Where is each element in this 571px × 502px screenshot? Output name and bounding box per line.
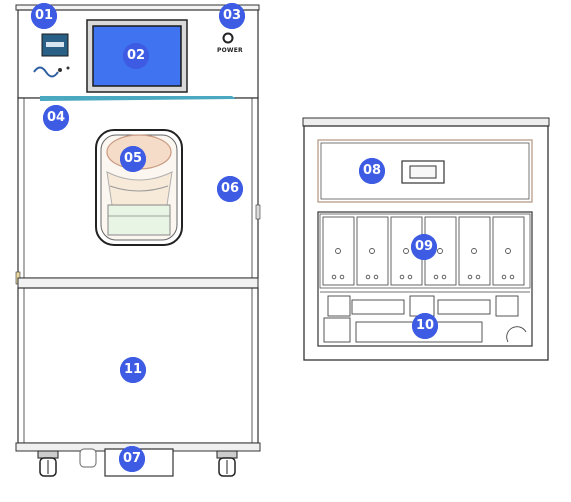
bowl-ring bbox=[109, 185, 169, 192]
module-terminal-icon bbox=[365, 274, 371, 280]
logo-dot-icon bbox=[58, 68, 62, 72]
module-led-icon bbox=[437, 248, 443, 254]
power-module bbox=[492, 216, 525, 286]
logo-dot-icon bbox=[66, 66, 70, 70]
bracket-left bbox=[323, 317, 351, 343]
accent-strip bbox=[40, 96, 236, 101]
module-terminal-icon bbox=[373, 274, 379, 280]
switch-indicator bbox=[46, 42, 64, 47]
module-led-icon bbox=[471, 248, 477, 254]
power-label: POWER bbox=[217, 47, 243, 54]
module-terminal-icon bbox=[331, 274, 337, 280]
power-module bbox=[322, 216, 355, 286]
callout-03: 03 bbox=[219, 3, 245, 29]
power-module bbox=[458, 216, 491, 286]
sample-tray bbox=[107, 204, 171, 236]
module-terminal-icon bbox=[339, 274, 345, 280]
module-led-icon bbox=[403, 248, 409, 254]
callout-08: 08 bbox=[359, 158, 385, 184]
motor-left bbox=[327, 295, 351, 317]
module-indicators bbox=[331, 248, 515, 280]
callout-02: 02 bbox=[123, 43, 149, 69]
module-terminal-icon bbox=[407, 274, 413, 280]
callout-10: 10 bbox=[412, 313, 438, 339]
callout-04: 04 bbox=[43, 105, 69, 131]
module-terminal-icon bbox=[501, 274, 507, 280]
module-terminal-icon bbox=[433, 274, 439, 280]
module-terminal-icon bbox=[509, 274, 515, 280]
callout-01: 01 bbox=[31, 3, 57, 29]
module-terminal-icon bbox=[475, 274, 481, 280]
separator-band bbox=[17, 277, 259, 289]
rear-top-cap bbox=[302, 117, 550, 127]
motor-right bbox=[495, 295, 519, 317]
module-led-icon bbox=[369, 248, 375, 254]
module-terminal-icon bbox=[467, 274, 473, 280]
callout-09: 09 bbox=[411, 234, 437, 260]
caster-mount-right bbox=[216, 450, 238, 459]
module-led-icon bbox=[505, 248, 511, 254]
drain-fitting bbox=[79, 448, 97, 468]
caster-mount-left bbox=[37, 450, 59, 459]
rear-view bbox=[302, 117, 550, 361]
power-button-icon bbox=[222, 32, 234, 44]
module-terminal-icon bbox=[441, 274, 447, 280]
side-hinge-upper bbox=[255, 204, 261, 220]
callout-07: 07 bbox=[119, 446, 145, 472]
module-led-icon bbox=[335, 248, 341, 254]
mechanical-section bbox=[320, 291, 530, 343]
display-window bbox=[409, 165, 437, 179]
shaft-right bbox=[437, 299, 491, 315]
brand-logo-icon bbox=[33, 66, 59, 78]
callout-11: 11 bbox=[120, 357, 146, 383]
cable-loop bbox=[506, 326, 527, 343]
shaft-left bbox=[351, 299, 405, 315]
module-terminal-icon bbox=[399, 274, 405, 280]
upper-compartment-inner bbox=[320, 142, 530, 200]
callout-06: 06 bbox=[217, 176, 243, 202]
power-module bbox=[356, 216, 389, 286]
callout-05: 05 bbox=[120, 146, 146, 172]
